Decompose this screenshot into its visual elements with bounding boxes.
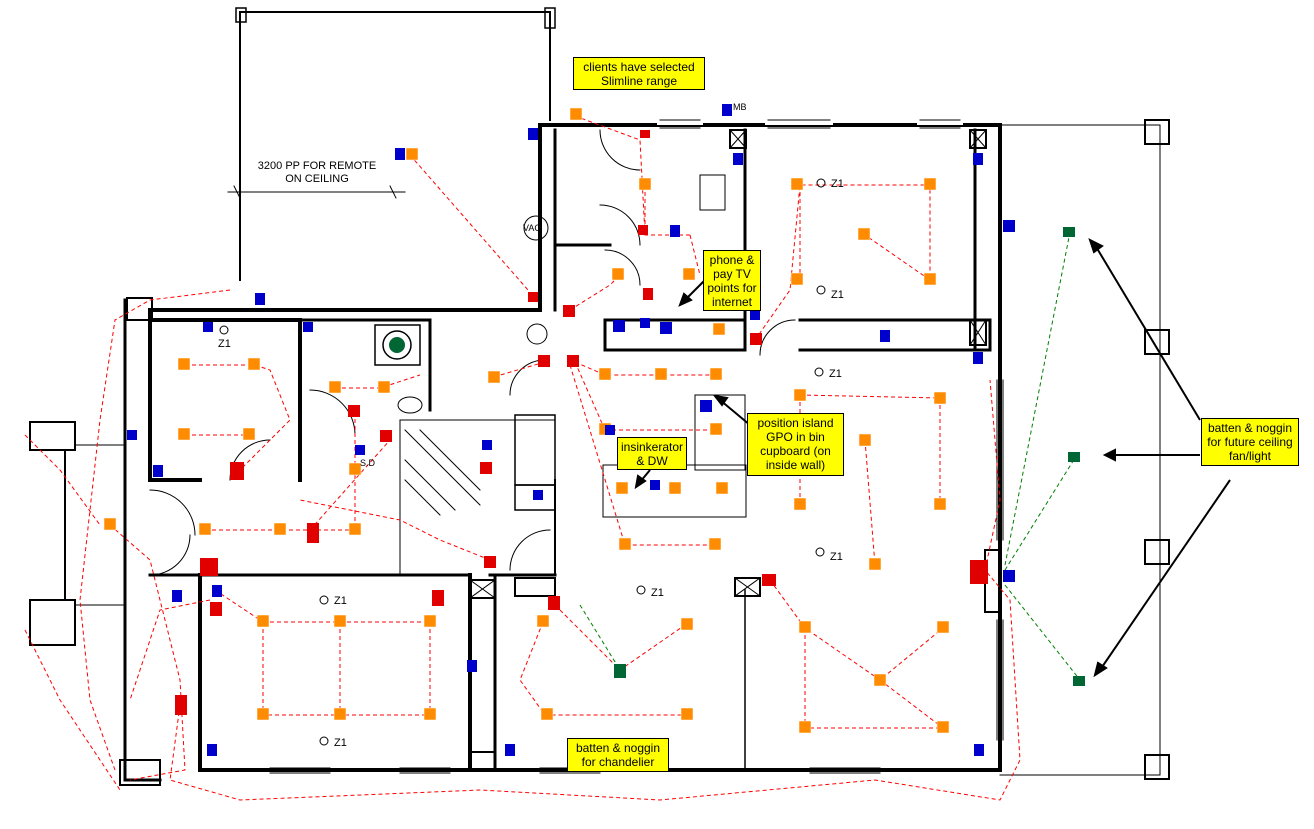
- wiring-red: [24, 115, 1021, 801]
- callout-chandelier: batten & noggin for chandelier: [567, 738, 669, 772]
- zone-label: Z1: [334, 595, 347, 607]
- zone-label: Z1: [334, 737, 347, 749]
- zone-label: Z1: [651, 587, 664, 599]
- zone-label: Z1: [831, 178, 844, 190]
- walls: [29, 7, 1170, 786]
- downlights: [103, 107, 950, 734]
- callout-phone-tv-points: phone & pay TV points for internet: [703, 250, 761, 311]
- callout-slimline-range: clients have selected Slimline range: [573, 57, 705, 90]
- vac-label: VAC: [523, 223, 541, 233]
- mb-label: MB: [733, 102, 747, 112]
- wiring-green: [579, 231, 1081, 681]
- sd-label: S.D: [360, 458, 376, 468]
- remote-ceiling-note: 3200 PP FOR REMOTE ON CEILING: [257, 160, 377, 185]
- zone-label: Z1: [830, 551, 843, 563]
- battens: [389, 227, 1085, 686]
- zone-label: Z1: [831, 289, 844, 301]
- switches: [127, 104, 1015, 756]
- gpo-outlets: [175, 130, 988, 715]
- zone-markers: Z1 Z1 Z1 Z1 Z1 Z1 Z1 Z1: [218, 178, 844, 749]
- callout-insinkerator-dw: insinkerator & DW: [617, 437, 687, 470]
- callout-island-gpo: position island GPO in bin cupboard (on …: [747, 413, 844, 476]
- leader-arrows: [634, 238, 1231, 678]
- zone-label: Z1: [829, 368, 842, 380]
- callout-future-ceiling-fan: batten & noggin for future ceiling fan/l…: [1201, 418, 1299, 466]
- zone-label: Z1: [218, 338, 231, 350]
